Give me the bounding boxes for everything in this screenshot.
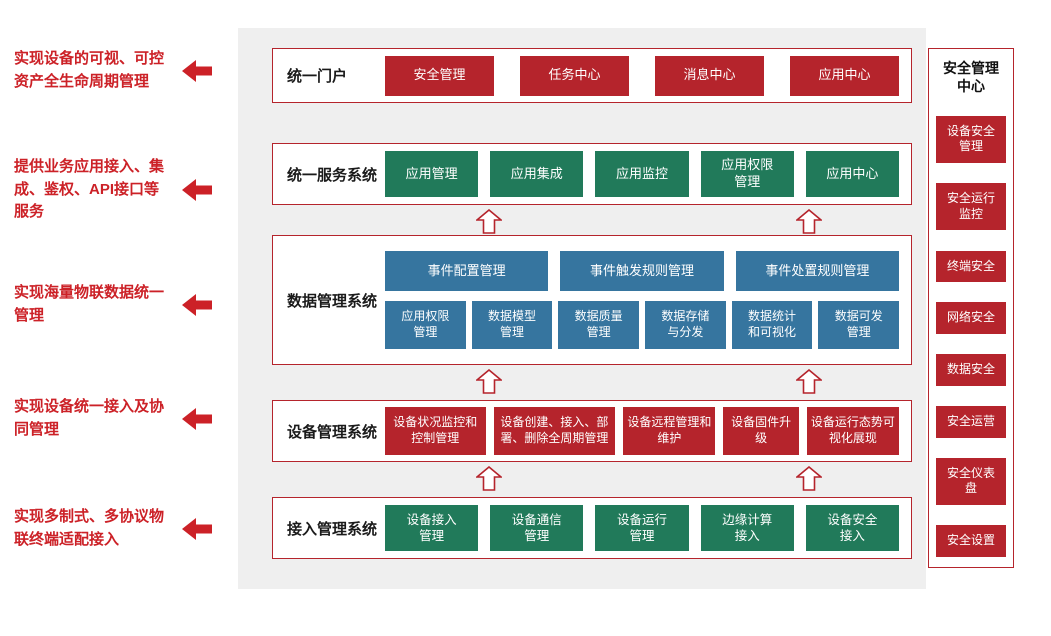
layer-items: 安全管理 任务中心 消息中心 应用中心	[385, 55, 899, 96]
portal-block: 任务中心	[520, 55, 629, 96]
up-arrow-icon	[796, 209, 822, 234]
layer-unified-portal: 统一门户 安全管理 任务中心 消息中心 应用中心	[272, 48, 912, 103]
layer-label: 数据管理系统	[287, 292, 378, 310]
data-block: 数据质量管理	[558, 301, 640, 349]
portal-block: 应用中心	[790, 55, 899, 96]
access-block: 设备安全接入	[805, 505, 900, 551]
layer-items: 设备接入管理 设备通信管理 设备运行管理 边缘计算接入 设备安全接入	[385, 505, 900, 551]
annotation-text: 提供业务应用接入、集成、鉴权、API接口等服务	[14, 158, 165, 220]
annotation-4: 实现设备统一接入及协同管理	[14, 396, 224, 441]
portal-block: 消息中心	[655, 55, 764, 96]
left-arrow-icon	[182, 178, 212, 201]
data-row-services: 应用权限管理 数据模型管理 数据质量管理 数据存储与分发 数据统计和可视化 数据…	[385, 301, 900, 349]
annotation-text: 实现设备的可视、可控资产全生命周期管理	[14, 50, 165, 90]
device-block: 设备远程管理和维护	[623, 407, 716, 455]
up-arrow-icon	[476, 466, 502, 491]
layer-items: 应用管理 应用集成 应用监控 应用权限管理 应用中心	[385, 151, 900, 197]
security-block: 安全运行监控	[936, 183, 1006, 231]
portal-block: 安全管理	[385, 55, 494, 96]
data-block: 事件配置管理	[385, 251, 549, 291]
security-block: 数据安全	[936, 354, 1006, 386]
layer-device-management: 设备管理系统 设备状况监控和控制管理 设备创建、接入、部署、删除全周期管理 设备…	[272, 400, 912, 462]
device-block: 设备状况监控和控制管理	[385, 407, 486, 455]
up-arrow-icon	[476, 369, 502, 394]
service-block: 应用权限管理	[700, 151, 794, 197]
layer-access-management: 接入管理系统 设备接入管理 设备通信管理 设备运行管理 边缘计算接入 设备安全接…	[272, 497, 912, 559]
data-block: 数据存储与分发	[645, 301, 726, 349]
device-block: 设备运行态势可视化展现	[806, 407, 899, 455]
left-arrow-icon	[182, 407, 212, 430]
layer-label: 统一服务系统	[287, 166, 378, 184]
service-block: 应用管理	[385, 151, 479, 197]
annotation-3: 实现海量物联数据统一管理	[14, 282, 224, 327]
service-block: 应用监控	[595, 151, 689, 197]
left-arrow-icon	[182, 59, 212, 82]
annotation-2: 提供业务应用接入、集成、鉴权、API接口等服务	[14, 156, 224, 224]
up-arrow-icon	[476, 209, 502, 234]
annotation-5: 实现多制式、多协议物联终端适配接入	[14, 506, 224, 551]
service-block: 应用集成	[490, 151, 584, 197]
layer-items: 事件配置管理 事件触发规则管理 事件处置规则管理 应用权限管理 数据模型管理 数…	[385, 251, 900, 349]
data-block: 数据统计和可视化	[731, 301, 813, 349]
data-block: 应用权限管理	[385, 301, 466, 349]
security-block: 设备安全管理	[936, 115, 1006, 163]
device-block: 设备创建、接入、部署、删除全周期管理	[493, 407, 616, 455]
annotation-text: 实现多制式、多协议物联终端适配接入	[14, 508, 165, 548]
annotation-1: 实现设备的可视、可控资产全生命周期管理	[14, 48, 224, 93]
security-block: 安全运营	[936, 406, 1006, 438]
layer-label: 设备管理系统	[287, 423, 378, 441]
annotation-text: 实现海量物联数据统一管理	[14, 284, 165, 324]
layer-unified-service: 统一服务系统 应用管理 应用集成 应用监控 应用权限管理 应用中心	[272, 143, 912, 205]
layer-label: 统一门户	[287, 68, 348, 85]
security-block: 安全设置	[936, 525, 1006, 557]
layer-data-management: 数据管理系统 事件配置管理 事件触发规则管理 事件处置规则管理 应用权限管理 数…	[272, 235, 912, 365]
security-block: 安全仪表盘	[936, 457, 1006, 506]
annotation-text: 实现设备统一接入及协同管理	[14, 398, 165, 438]
data-block: 数据可发管理	[818, 301, 900, 349]
security-center-title: 安全管理中心	[943, 60, 999, 95]
left-arrow-icon	[182, 517, 212, 540]
data-block: 事件触发规则管理	[560, 251, 724, 291]
left-arrow-icon	[182, 293, 212, 316]
access-block: 边缘计算接入	[700, 505, 794, 551]
up-arrow-icon	[796, 369, 822, 394]
access-block: 设备通信管理	[490, 505, 584, 551]
layer-label: 接入管理系统	[287, 520, 378, 538]
data-block: 事件处置规则管理	[735, 251, 899, 291]
layer-items: 设备状况监控和控制管理 设备创建、接入、部署、删除全周期管理 设备远程管理和维护…	[385, 407, 899, 455]
data-block: 数据模型管理	[471, 301, 553, 349]
device-block: 设备固件升级	[723, 407, 799, 455]
access-block: 设备运行管理	[595, 505, 689, 551]
security-block: 终端安全	[936, 250, 1006, 283]
security-block: 网络安全	[936, 302, 1006, 334]
data-row-events: 事件配置管理 事件触发规则管理 事件处置规则管理	[385, 251, 899, 291]
access-block: 设备接入管理	[385, 505, 479, 551]
up-arrow-icon	[796, 466, 822, 491]
security-center-panel: 安全管理中心 设备安全管理 安全运行监控 终端安全 网络安全 数据安全 安全运营…	[928, 48, 1014, 568]
service-block: 应用中心	[805, 151, 900, 197]
